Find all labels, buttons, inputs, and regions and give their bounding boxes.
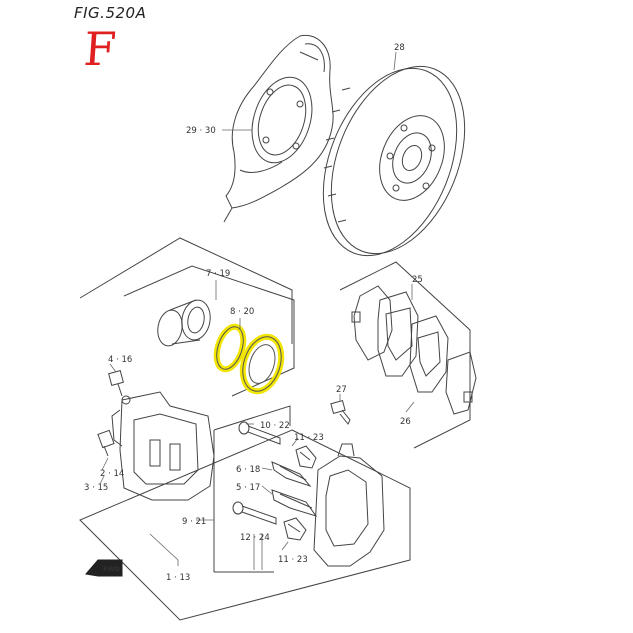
callout-1-13: 1 · 13: [166, 573, 190, 583]
callout-8-20: 8 · 20: [230, 307, 254, 317]
inner-parts-frame: [213, 405, 291, 573]
caliper-housing: [111, 391, 215, 501]
callout-11-23-bottom: 11 · 23: [278, 555, 308, 565]
bracket-bolt: [330, 400, 351, 425]
pin-boot-lower: [283, 517, 307, 541]
callout-3-15: 3 · 15: [84, 483, 108, 493]
piston-seals-highlighted: [213, 323, 285, 395]
dust-shield: [223, 34, 334, 223]
figure-title: FIG.520A: [74, 4, 147, 22]
callout-29-30: 29 · 30: [186, 126, 216, 136]
callout-12-24: 12 · 24: [240, 533, 270, 543]
callout-10-22: 10 · 22: [260, 421, 290, 431]
pin-boot-upper: [295, 445, 317, 469]
callout-4-16: 4 · 16: [108, 355, 132, 365]
caliper-frame: [79, 237, 411, 621]
callout-11-23-top: 11 · 23: [294, 433, 324, 443]
brake-disc: [322, 65, 466, 257]
bleeder-cap: [97, 429, 115, 457]
bleeder-screw: [108, 370, 124, 397]
guide-pin-lower: [232, 501, 277, 525]
pad-clip-upper: [271, 461, 312, 488]
callout-6-18: 6 · 18: [236, 465, 260, 475]
callout-26: 26: [400, 417, 411, 427]
pad-clip-lower: [271, 489, 318, 517]
leader-lines: [99, 51, 415, 570]
pad-set-frame: [339, 261, 471, 449]
caliper-bracket: [313, 443, 385, 567]
callout-labels: 28 29 · 30 7 · 19 8 · 20 25 26 4 · 16 27…: [84, 43, 423, 583]
callout-2-14: 2 · 14: [100, 469, 124, 479]
front-arrow-icon: FWD: [85, 559, 123, 577]
callout-28: 28: [394, 43, 405, 53]
front-arrow-label: FWD: [103, 565, 121, 573]
callout-27: 27: [336, 385, 347, 395]
caliper-piston: [157, 299, 211, 347]
brake-pads: [351, 285, 477, 415]
guide-pin-upper: [238, 421, 281, 445]
callout-7-19: 7 · 19: [206, 269, 230, 279]
callout-5-17: 5 · 17: [236, 483, 260, 493]
callout-25: 25: [412, 275, 423, 285]
callout-9-21: 9 · 21: [182, 517, 206, 527]
